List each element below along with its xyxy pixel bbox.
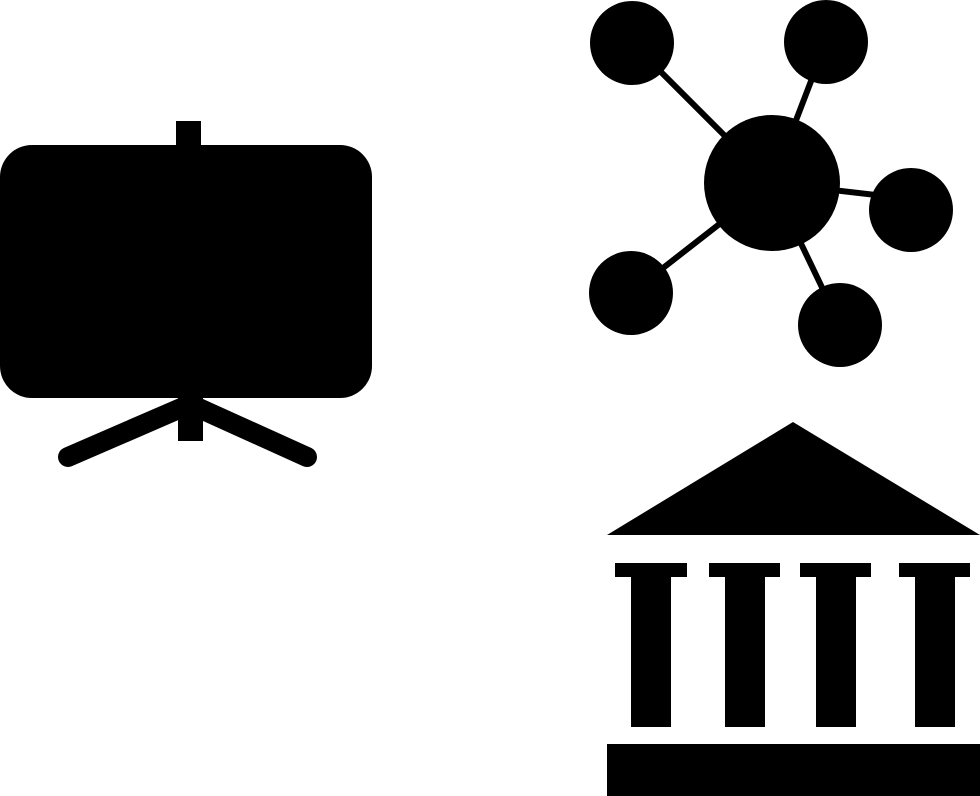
- board-left-leg: [58, 395, 198, 467]
- network-node: [589, 251, 673, 335]
- network-node: [798, 283, 882, 367]
- building-column: [615, 563, 687, 727]
- network-node: [869, 168, 953, 252]
- board-panel: [0, 145, 372, 398]
- board-right-leg: [182, 395, 317, 467]
- building-column: [899, 563, 970, 727]
- building-base: [607, 744, 980, 796]
- bank-building-icon: [607, 422, 980, 796]
- network-hub-node: [704, 115, 840, 251]
- building-column: [800, 563, 871, 727]
- network-icon: [589, 0, 953, 367]
- building-pediment: [607, 422, 980, 535]
- presentation-board-icon: [0, 121, 372, 467]
- network-node: [590, 1, 674, 85]
- network-node: [784, 0, 868, 84]
- building-column: [709, 563, 780, 727]
